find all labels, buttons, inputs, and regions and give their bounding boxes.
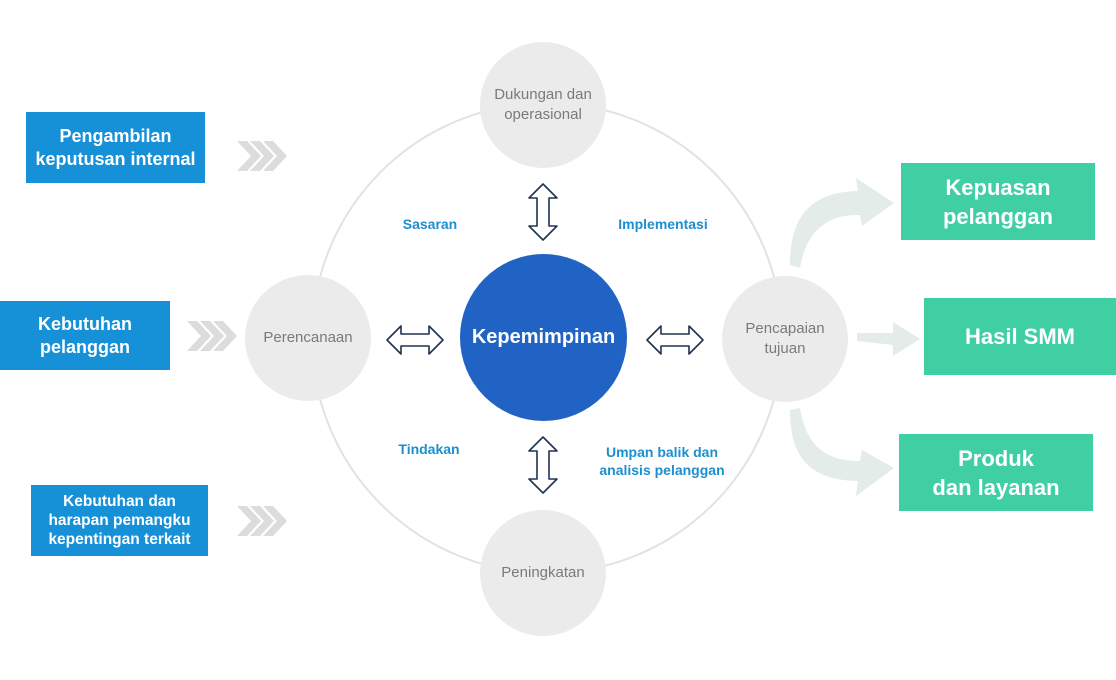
double-arrow-vertical-icon xyxy=(528,183,558,241)
curved-arrow-up-icon xyxy=(790,178,894,268)
output-box-label: Produk dan layanan xyxy=(932,445,1060,500)
input-box-label: Pengambilan keputusan internal xyxy=(35,125,196,169)
double-arrow-vertical-icon xyxy=(528,436,558,494)
chevron-icon xyxy=(237,506,287,536)
node-bottom: Peningkatan xyxy=(480,510,606,636)
center-node: Kepemimpinan xyxy=(460,254,627,421)
output-box-label: Hasil SMM xyxy=(964,324,1076,349)
node-right-label: Pencapaian tujuan xyxy=(745,320,825,357)
output-box-products-services: Produk dan layanan xyxy=(899,434,1093,511)
input-box-label: Kebutuhan pelanggan xyxy=(38,313,132,357)
node-right: Pencapaian tujuan xyxy=(722,276,848,402)
input-box-internal-decision: Pengambilan keputusan internal xyxy=(26,112,205,183)
node-left-label: Perencanaan xyxy=(263,329,353,346)
double-arrow-horizontal-icon xyxy=(646,325,704,355)
output-box-qms-results: Hasil SMM xyxy=(924,298,1116,375)
input-box-label: Kebutuhan dan harapan pemangku kepenting… xyxy=(48,493,191,548)
output-box-customer-satisfaction: Kepuasan pelanggan xyxy=(901,163,1095,240)
node-top-label: Dukungan dan operasional xyxy=(494,86,592,123)
curved-arrow-down-icon xyxy=(790,408,894,496)
quadrant-label-bottom-right: Umpan balik dan analisis pelanggan xyxy=(599,444,725,478)
output-box-label: Kepuasan pelanggan xyxy=(942,174,1053,229)
quadrant-label-bottom-left: Tindakan xyxy=(398,441,460,457)
double-arrow-horizontal-icon xyxy=(386,325,444,355)
arrow-right-icon xyxy=(857,322,920,356)
center-label: Kepemimpinan xyxy=(471,326,616,348)
quadrant-label-top-right: Implementasi xyxy=(618,216,708,232)
node-left: Perencanaan xyxy=(245,275,371,401)
node-bottom-label: Peningkatan xyxy=(501,564,585,581)
input-box-stakeholder-needs: Kebutuhan dan harapan pemangku kepenting… xyxy=(31,485,208,556)
chevron-icon xyxy=(187,321,237,351)
node-top: Dukungan dan operasional xyxy=(480,42,606,168)
quadrant-label-top-left: Sasaran xyxy=(402,216,458,232)
input-box-customer-needs: Kebutuhan pelanggan xyxy=(0,301,170,370)
chevron-icon xyxy=(237,141,287,171)
output-arrows xyxy=(790,178,920,496)
